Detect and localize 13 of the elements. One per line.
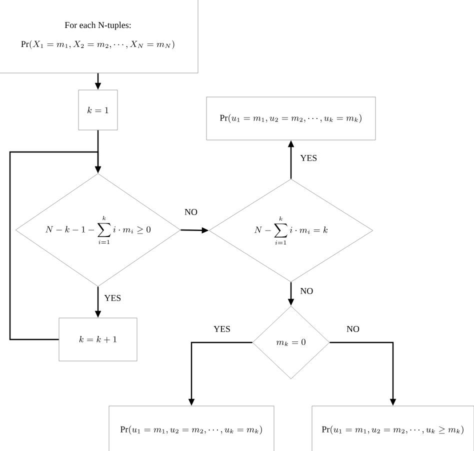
process-box: $k=1$	[78, 90, 118, 130]
process-box: $k=k+1$	[58, 318, 138, 362]
edge-label: NO	[184, 208, 198, 216]
process-box: $\Pr(u_1=m_1,u_2=m_2,\cdots,u_k=m_k)$	[206, 96, 376, 140]
edge-label: NO	[299, 286, 314, 295]
edge-label: YES	[299, 154, 318, 162]
edge-label: YES	[103, 294, 122, 302]
edge-label: YES	[212, 324, 232, 333]
process-box: For each N-tuples: $\Pr(X_1=m_1,X_2=m_2,\cdots,X_N=m_N)$	[0, 0, 198, 74]
process-box: $\Pr(u_1=m_1,u_2=m_2,\cdots,u_k\ge m_k)$	[312, 406, 474, 451]
edge-label: NO	[346, 324, 360, 333]
process-box: $\Pr(u_1=m_1,u_2=m_2,\cdots,u_k=m_k)$	[108, 406, 274, 451]
arrow	[9, 151, 102, 340]
